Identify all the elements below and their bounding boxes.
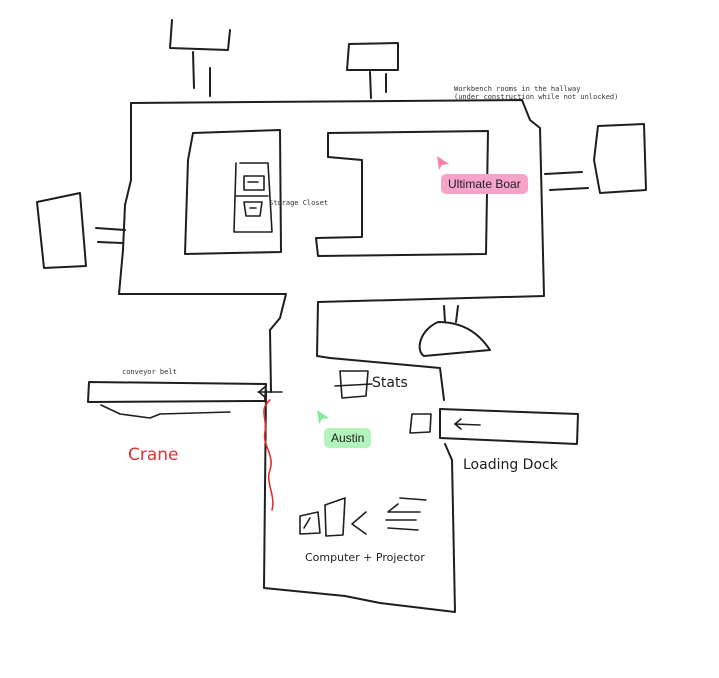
workbench-room-left[interactable] xyxy=(36,192,126,269)
workbench-room-top-middle[interactable] xyxy=(346,42,399,99)
lobby-dome[interactable] xyxy=(418,305,491,357)
workbench-note: Workbench rooms in the hallway (under co… xyxy=(454,85,618,101)
main-room-outline[interactable] xyxy=(263,357,456,613)
workbench-room-top-left[interactable] xyxy=(169,19,231,97)
loading-dock[interactable] xyxy=(409,408,579,445)
conveyor-belt[interactable] xyxy=(87,381,283,419)
workbench-room-right[interactable] xyxy=(544,123,647,194)
hallway-outline xyxy=(118,99,545,393)
inner-room-left[interactable] xyxy=(184,129,282,255)
collaborator-tag-ultimate-boar: Ultimate Boar xyxy=(441,174,528,194)
collaborator-tag-austin: Austin xyxy=(324,428,372,448)
pointer-icon xyxy=(317,410,329,424)
storage-closet-label: Storage Closet xyxy=(269,199,329,207)
loading-dock-label: Loading Dock xyxy=(463,457,558,473)
cursor-ultimate-boar xyxy=(436,155,450,175)
conveyor-belt-label: conveyor belt xyxy=(122,368,177,376)
computer-projector-label: Computer + Projector xyxy=(305,551,425,564)
computer-projector-icon[interactable] xyxy=(299,497,427,537)
stats-icon[interactable] xyxy=(334,370,373,399)
inner-room-right[interactable] xyxy=(315,130,489,257)
workbench-note-line1: Workbench rooms in the hallway xyxy=(454,85,581,93)
workbench-note-line2: (under construction while not unlocked) xyxy=(454,93,619,101)
crane-line[interactable] xyxy=(263,399,274,511)
crane-label: Crane xyxy=(128,445,179,465)
cursor-austin xyxy=(316,409,330,429)
pointer-icon xyxy=(437,156,449,170)
stats-label: Stats xyxy=(372,375,408,391)
storage-closet-icon[interactable] xyxy=(233,162,273,233)
